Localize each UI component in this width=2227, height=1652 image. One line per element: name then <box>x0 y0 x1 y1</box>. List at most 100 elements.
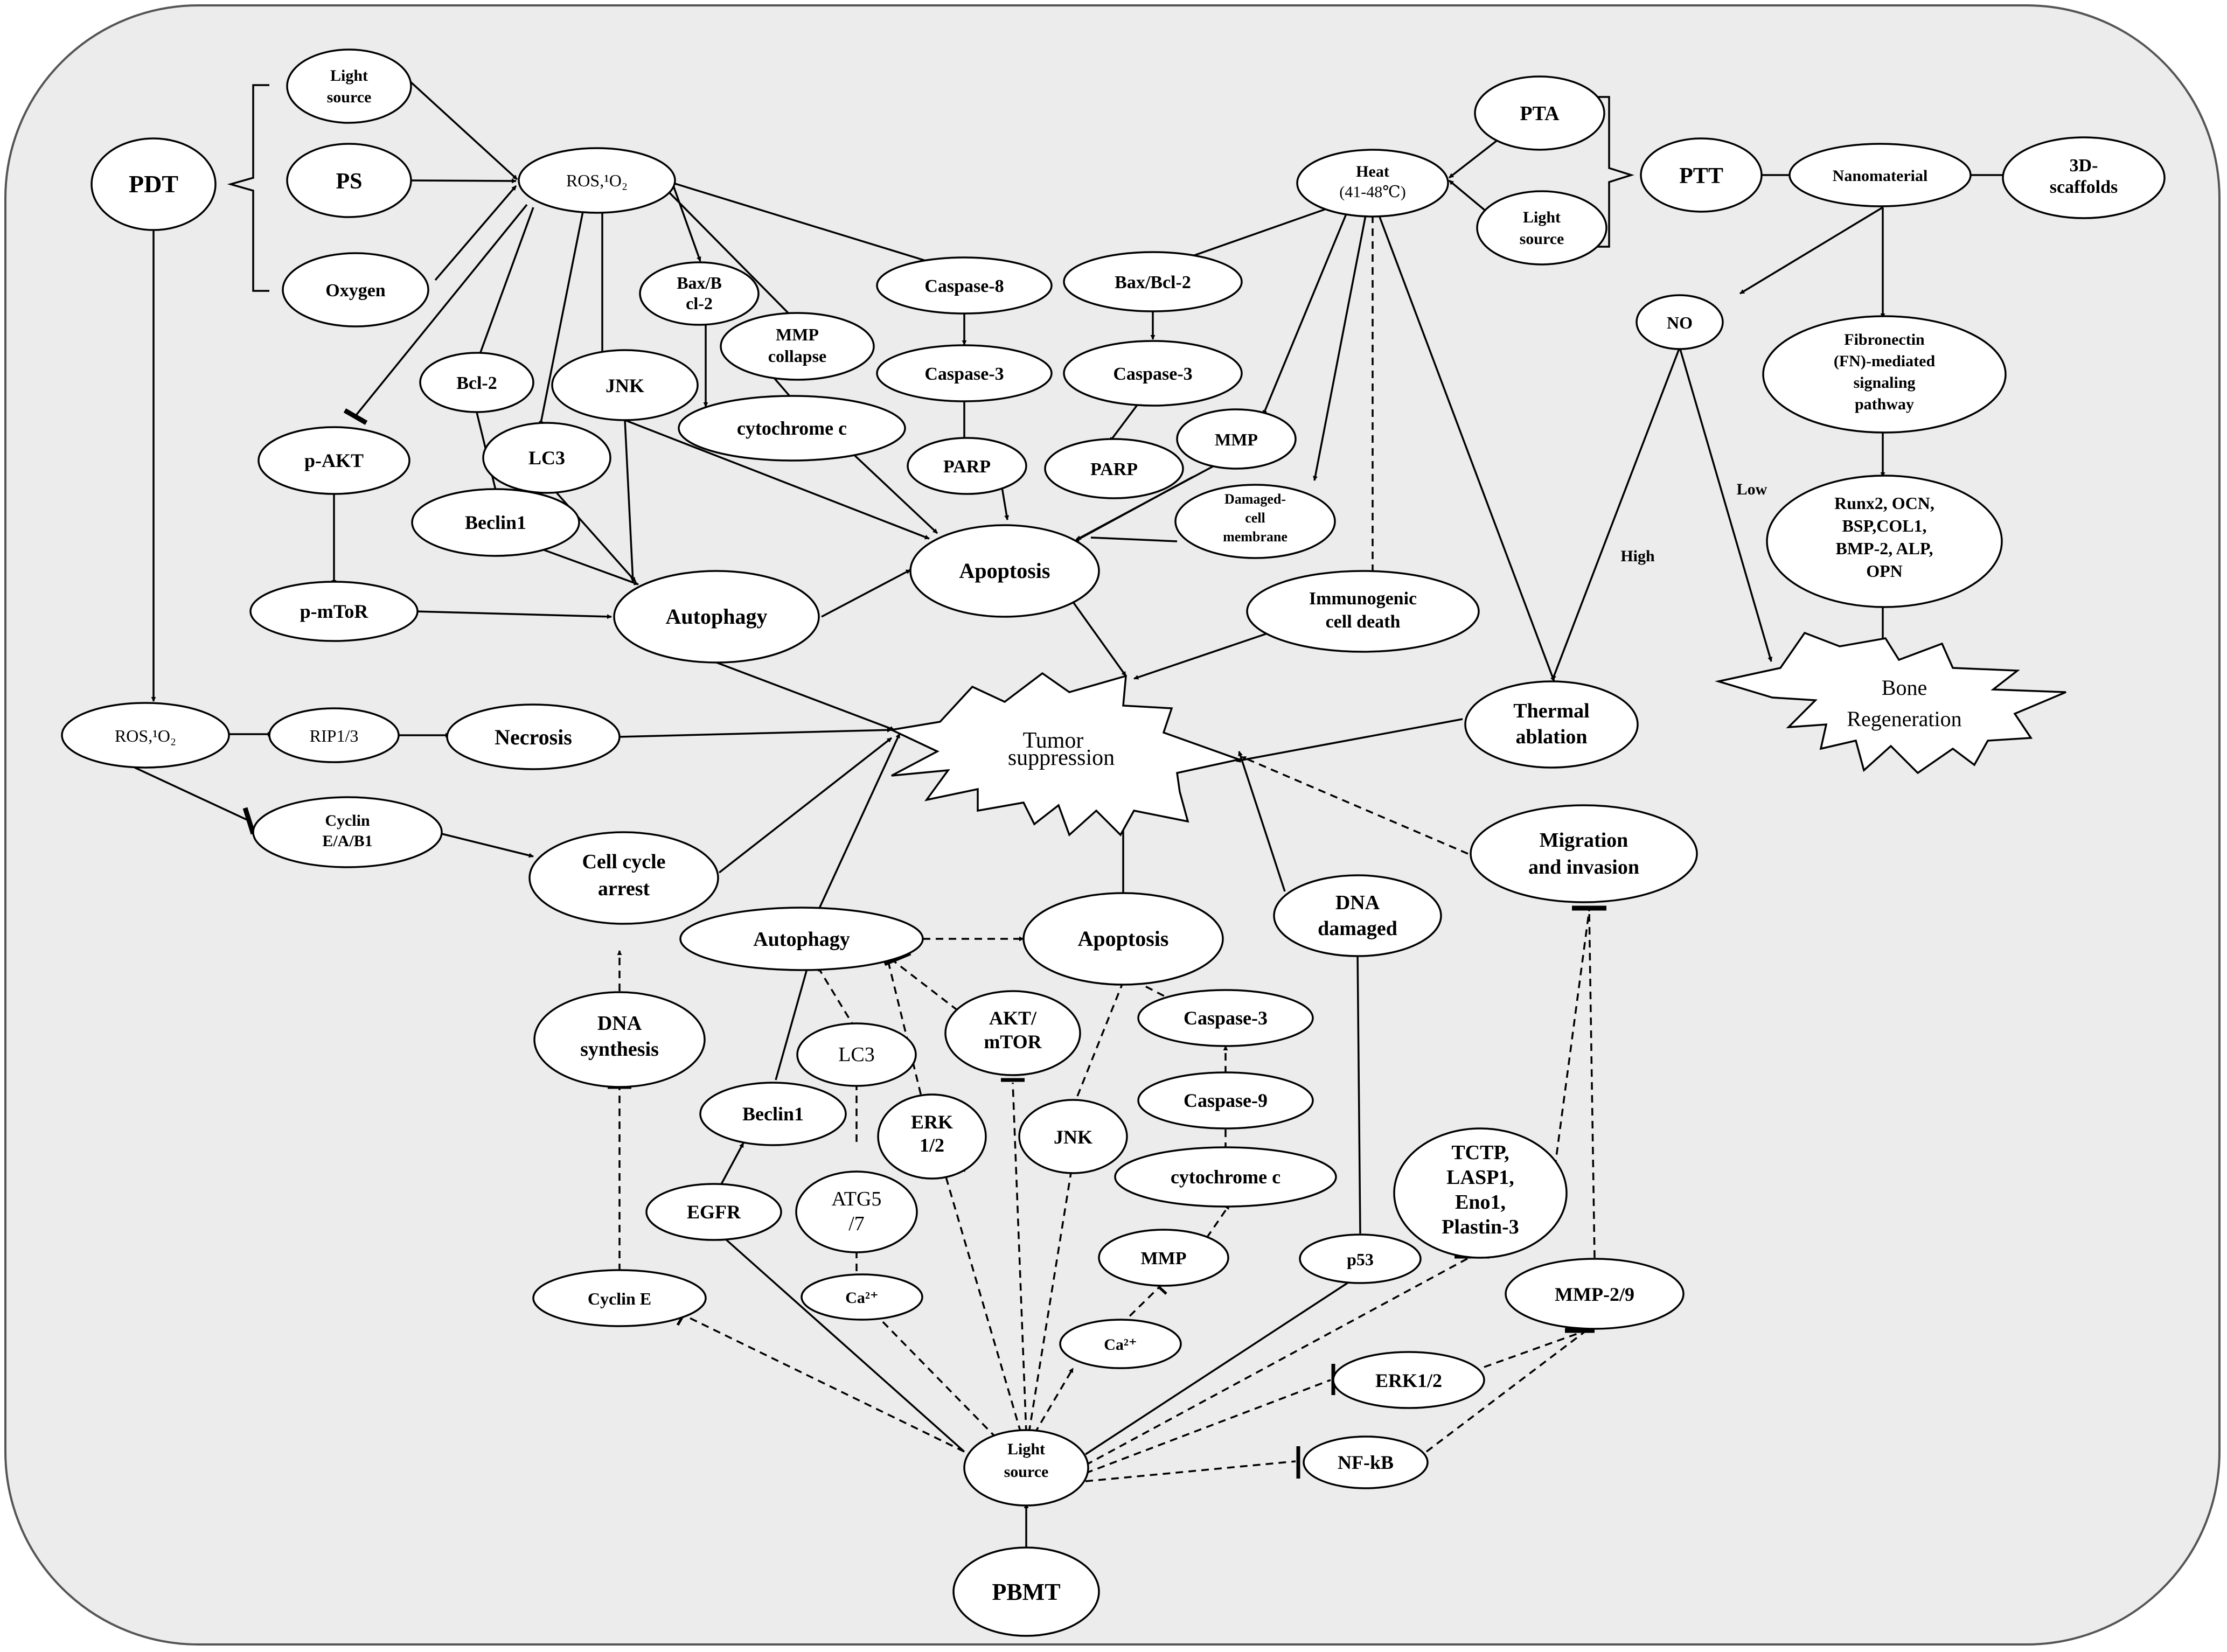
label-bone-regen-1: Bone <box>1882 675 1927 700</box>
node-mmp-ptt <box>1176 408 1297 470</box>
node-erk12-a <box>877 1093 987 1180</box>
label-bone-regen-2: Regeneration <box>1847 707 1961 731</box>
edge-jnk-apoptosis-pbmt <box>1076 974 1127 1097</box>
label-fibronectin-3: signaling <box>1853 374 1915 392</box>
node-mmp-pbmt <box>1098 1229 1229 1287</box>
label-no: NO <box>1667 313 1693 332</box>
edge-lightsource-ros <box>408 80 518 180</box>
node-akt-mtor <box>944 990 1081 1076</box>
nodes <box>61 48 2166 1637</box>
edge-light-egfr <box>718 1232 965 1453</box>
label-rip13: RIP1/3 <box>310 726 359 745</box>
node-lc3-pbmt <box>796 1022 917 1087</box>
label-erk12-b: ERK1/2 <box>1375 1370 1442 1391</box>
node-parp-pdt <box>907 437 1027 495</box>
label-ros-top: ROS,¹O₂ <box>566 171 628 190</box>
label-p-mtor: p-mToR <box>300 601 369 622</box>
edge-label-low: Low <box>1737 480 1767 498</box>
label-damaged-membrane-2: cell <box>1245 510 1265 526</box>
node-beclin1-pbmt <box>699 1082 847 1146</box>
label-runx2-4: OPN <box>1866 561 1903 581</box>
label-jnk-pbmt: JNK <box>1054 1126 1092 1148</box>
node-no <box>1636 294 1724 350</box>
label-dna-damaged-1: DNA <box>1335 891 1380 914</box>
label-light-source-ptt-1: Light <box>1523 208 1561 226</box>
node-jnk-pdt <box>551 349 699 421</box>
node-p53 <box>1299 1233 1422 1284</box>
label-fibronectin-2: (FN)-mediated <box>1834 352 1936 370</box>
label-dna-synthesis-1: DNA <box>597 1012 642 1035</box>
edge-ros-lc3 <box>539 203 586 426</box>
edge-p53-dnadamaged <box>1355 950 1361 1234</box>
node-parp-ptt <box>1044 438 1184 499</box>
edge-ros-cyclin-inhibit <box>134 766 251 822</box>
node-pbmt <box>952 1546 1100 1637</box>
label-nfkb: NF-kB <box>1338 1452 1394 1473</box>
label-caspase3-pdt: Caspase-3 <box>924 364 1004 384</box>
label-heat-2: (41-48℃) <box>1339 183 1406 201</box>
label-akt-mtor-2: mTOR <box>984 1031 1042 1052</box>
node-pta <box>1474 75 1605 151</box>
label-cytochrome-c-pdt: cytochrome c <box>737 417 847 439</box>
node-runx2 <box>1766 475 2003 608</box>
labels: PDT Light source PS Oxygen ROS,¹O₂ Bax/B… <box>115 67 2118 1605</box>
edge-ros-pakt-inhibit <box>354 204 528 417</box>
label-caspase9: Caspase-9 <box>1184 1090 1268 1111</box>
node-ros-left <box>61 702 230 769</box>
label-jnk-pdt: JNK <box>606 375 644 396</box>
edge-light-aktmtor <box>1012 1082 1027 1433</box>
label-cell-cycle-1: Cell cycle <box>582 851 665 873</box>
label-mmp-ptt: MMP <box>1215 430 1258 449</box>
edge-no-bone-low <box>1679 347 1773 662</box>
node-immunogenic <box>1246 570 1480 653</box>
node-cyclin-eab1 <box>252 796 443 868</box>
edge-cyclin-cellcycle <box>435 831 534 858</box>
label-runx2-3: BMP-2, ALP, <box>1835 539 1933 558</box>
label-tctp-3: Eno1, <box>1455 1191 1506 1214</box>
edge-mmp-cytochrome <box>1206 1204 1230 1238</box>
label-cyclin-eab1-1: Cyclin <box>325 812 370 830</box>
edge-pmtor-autophagy <box>414 610 612 619</box>
node-heat <box>1296 149 1449 218</box>
label-autophagy-bottom: Autophagy <box>753 928 850 951</box>
edge-nanomaterial-no <box>1739 206 1883 295</box>
edge-label-high: High <box>1620 547 1655 565</box>
node-bax-bcl2-pdt <box>639 261 760 326</box>
node-tctp <box>1393 1127 1568 1259</box>
label-caspase3-pbmt: Caspase-3 <box>1184 1007 1268 1029</box>
label-apoptosis-bottom: Apoptosis <box>1078 926 1169 951</box>
edge-immunogenic-tumor <box>1133 626 1285 680</box>
label-pta: PTA <box>1520 102 1560 125</box>
label-erk12-a-2: 1/2 <box>920 1134 944 1156</box>
node-jnk-pbmt <box>1018 1099 1128 1174</box>
edge-erk12b-mmp29 <box>1484 1329 1587 1368</box>
edge-apoptosis-tumor <box>1068 596 1127 677</box>
node-cytochrome-c-pdt <box>678 395 906 462</box>
edge-ros-mmpcollapse <box>667 190 793 318</box>
label-light-source-ptt-2: source <box>1520 230 1564 248</box>
edge-autophagy-apoptosis <box>821 569 911 618</box>
edge-ros-baxbcl2 <box>672 185 701 262</box>
node-ptt <box>1640 137 1763 213</box>
label-apoptosis-top: Apoptosis <box>959 559 1050 583</box>
edge-light-ca <box>874 1313 998 1439</box>
label-tctp-2: LASP1, <box>1446 1166 1514 1189</box>
node-dna-damaged <box>1273 874 1442 957</box>
label-tumor-1: Tumor <box>1023 728 1084 753</box>
edge-beclin1-autophagy <box>530 544 639 585</box>
pdt-bracket <box>227 84 269 292</box>
edge-ps-ros <box>410 178 517 184</box>
label-atg57-2: /7 <box>848 1212 865 1235</box>
label-caspase8: Caspase-8 <box>924 276 1004 296</box>
label-mmp-pbmt: MMP <box>1141 1249 1187 1268</box>
node-mmp29 <box>1505 1258 1685 1330</box>
label-bax-bcl2-pdt-1: Bax/B <box>677 273 722 292</box>
label-pdt: PDT <box>129 170 178 198</box>
label-ros-left: ROS,¹O₂ <box>115 726 176 745</box>
label-migration-1: Migration <box>1540 829 1629 852</box>
node-light-source-pdt <box>286 48 412 124</box>
label-lc3-pbmt: LC3 <box>838 1043 875 1066</box>
label-mmp-collapse-2: collapse <box>768 346 826 366</box>
label-oxygen: Oxygen <box>325 281 386 301</box>
